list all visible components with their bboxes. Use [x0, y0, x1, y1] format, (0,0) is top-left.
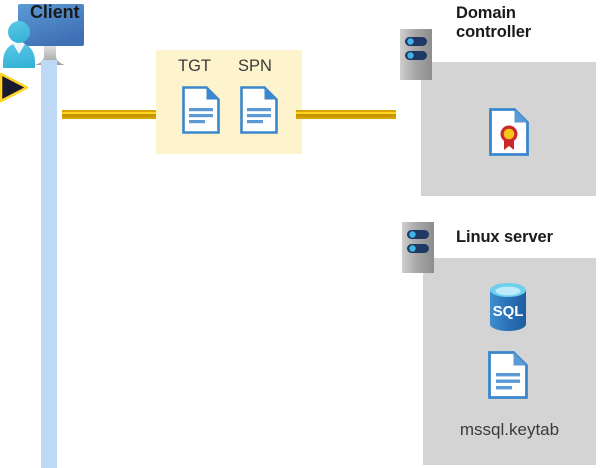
sql-database-icon: SQL — [484, 281, 532, 333]
flow-line-core-right — [296, 113, 396, 117]
client-swimlane — [41, 60, 57, 468]
arrow-right-icon — [0, 72, 29, 103]
linux-server-icon — [402, 222, 434, 273]
linux-server-title: Linux server — [456, 228, 553, 246]
flow-line-core-left — [62, 113, 158, 117]
sql-icon-text: SQL — [493, 303, 524, 320]
tgt-document-icon — [182, 86, 220, 134]
certificate-document-icon — [489, 108, 529, 156]
tgt-label: TGT — [178, 57, 211, 75]
spn-document-icon — [240, 86, 278, 134]
spn-label: SPN — [238, 57, 272, 75]
client-title: Client — [30, 2, 80, 22]
domain-controller-title: Domain controller — [456, 4, 532, 42]
client-workstation-icon — [0, 0, 92, 72]
keytab-file-label: mssql.keytab — [459, 420, 560, 439]
domain-controller-server-icon — [400, 29, 432, 80]
keytab-document-icon — [488, 351, 528, 399]
